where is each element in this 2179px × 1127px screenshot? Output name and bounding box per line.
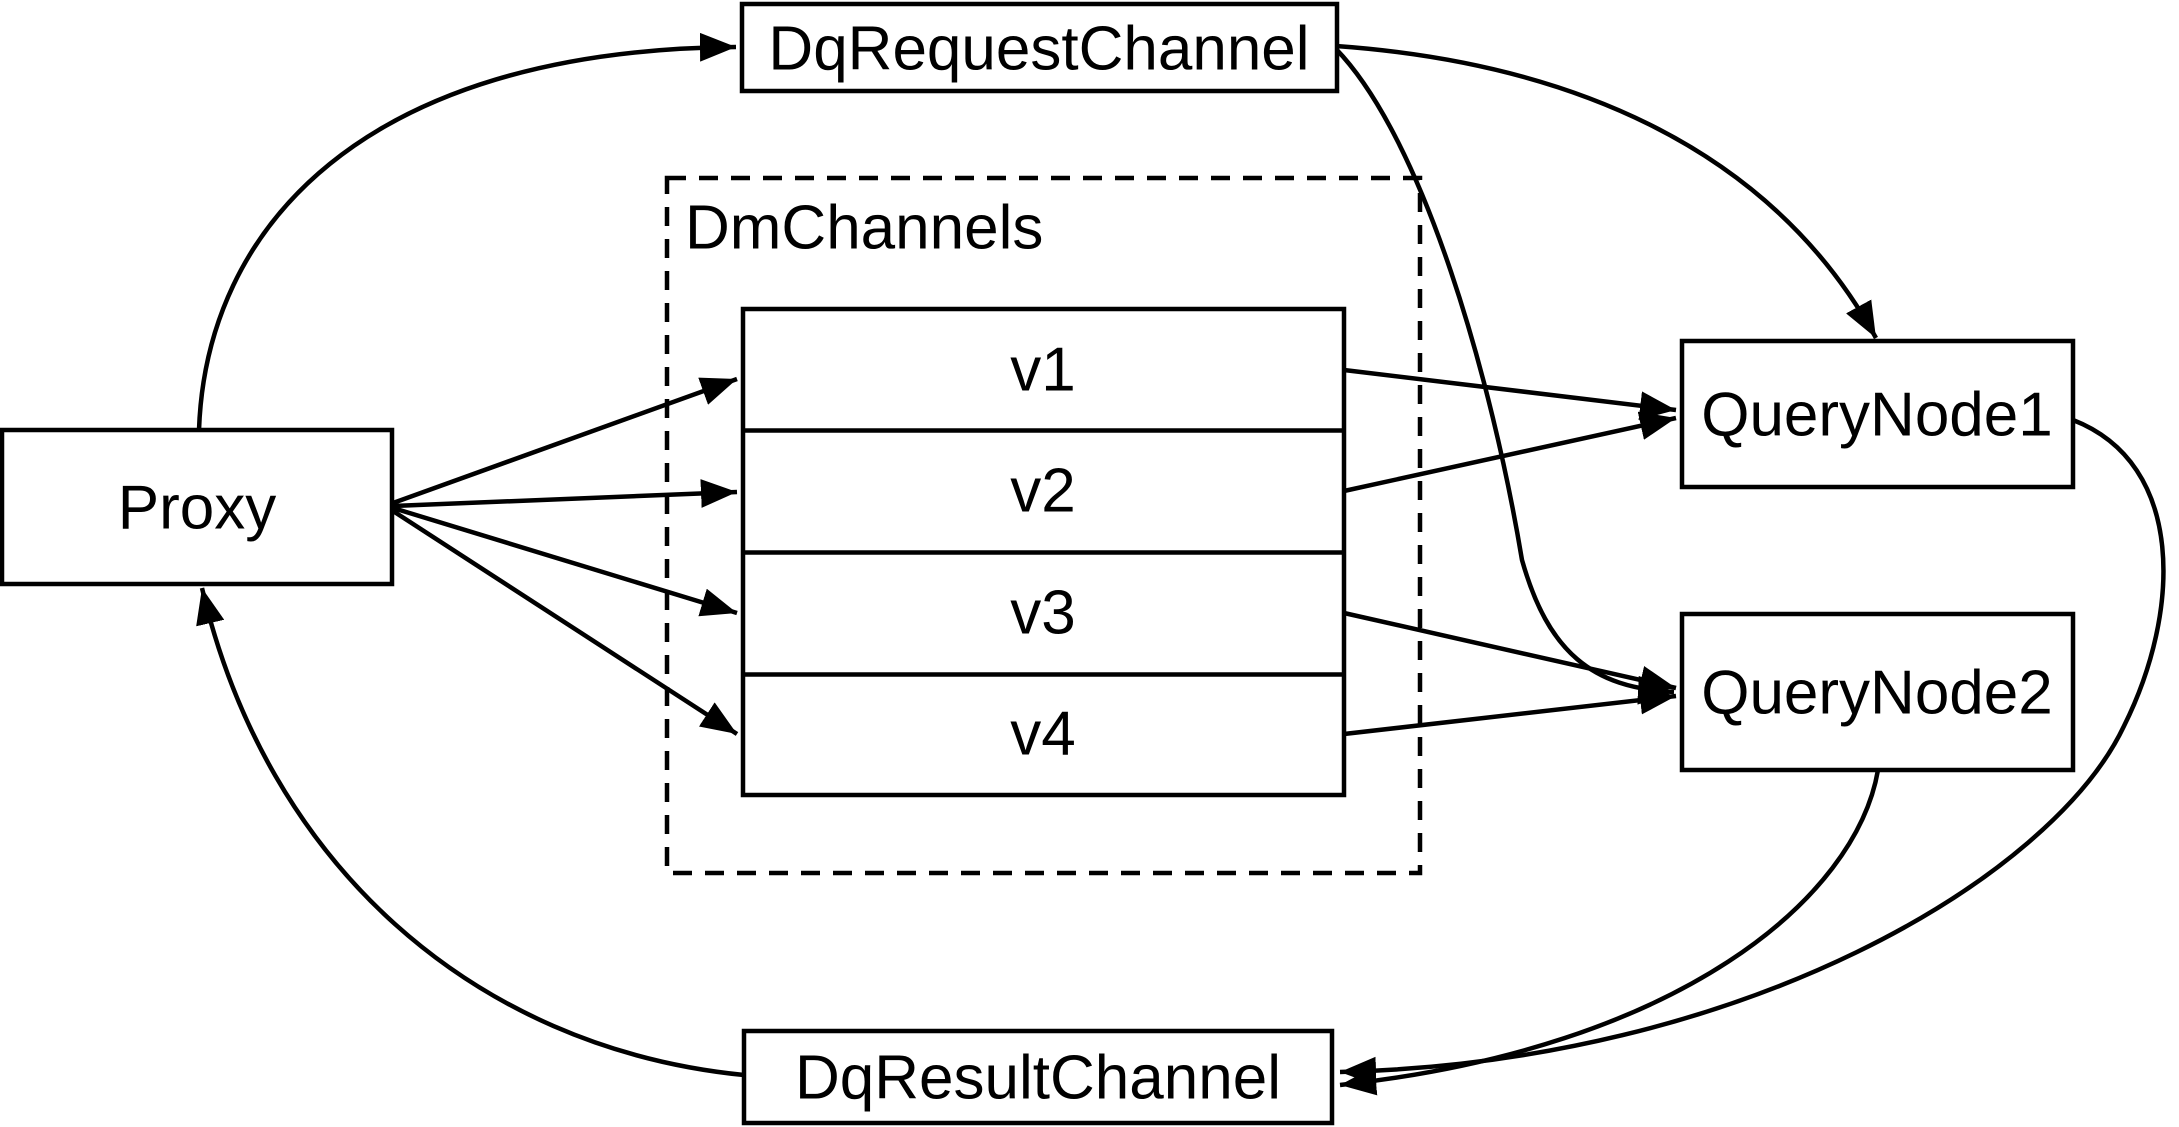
querynode1-label: QueryNode1 bbox=[1701, 381, 2053, 450]
querynode2-label: QueryNode2 bbox=[1701, 659, 2053, 728]
edge-v4-to-querynode2 bbox=[1343, 685, 1677, 737]
dqresultchannel-node bbox=[741, 1028, 1335, 1126]
proxy-label: Proxy bbox=[118, 474, 276, 543]
edge-proxy-to-v3 bbox=[392, 505, 738, 617]
dmchannels-group-label: DmChannels bbox=[685, 194, 1043, 263]
channel-row-v4-label: v4 bbox=[1010, 700, 1075, 769]
edge-v2-to-querynode1 bbox=[1343, 411, 1677, 494]
edge-querynode2-to-dqresultchannel bbox=[1339, 769, 1881, 1096]
edge-dqresultchannel-to-proxy bbox=[196, 587, 745, 1078]
dqrequestchannel-node bbox=[739, 1, 1340, 94]
querynode2-node bbox=[1679, 611, 2076, 773]
dqresultchannel-label: DqResultChannel bbox=[795, 1044, 1281, 1113]
edge-proxy-to-v1 bbox=[392, 376, 738, 506]
dqrequestchannel-label: DqRequestChannel bbox=[768, 15, 1309, 84]
channel-row-v1-label: v1 bbox=[1010, 336, 1075, 405]
edge-dqrequestchannel-to-querynode1 bbox=[1335, 43, 1878, 340]
proxy-node bbox=[0, 427, 395, 587]
channel-row-v2-label: v2 bbox=[1010, 457, 1075, 526]
channel-row-v3-label: v3 bbox=[1010, 579, 1075, 648]
edge-proxy-to-dqrequestchannel bbox=[196, 32, 737, 431]
querynode1-node bbox=[1679, 338, 2076, 490]
edge-proxy-to-v2 bbox=[392, 479, 738, 509]
edge-dqrequestchannel-to-querynode2 bbox=[1334, 47, 1675, 705]
edge-v3-to-querynode2 bbox=[1343, 610, 1677, 695]
edge-v1-to-querynode1 bbox=[1343, 367, 1677, 420]
edge-proxy-to-v4 bbox=[391, 509, 739, 736]
edge-querynode1-to-dqresultchannel bbox=[1339, 417, 2166, 1086]
dmchannels-group-box bbox=[664, 175, 1423, 876]
